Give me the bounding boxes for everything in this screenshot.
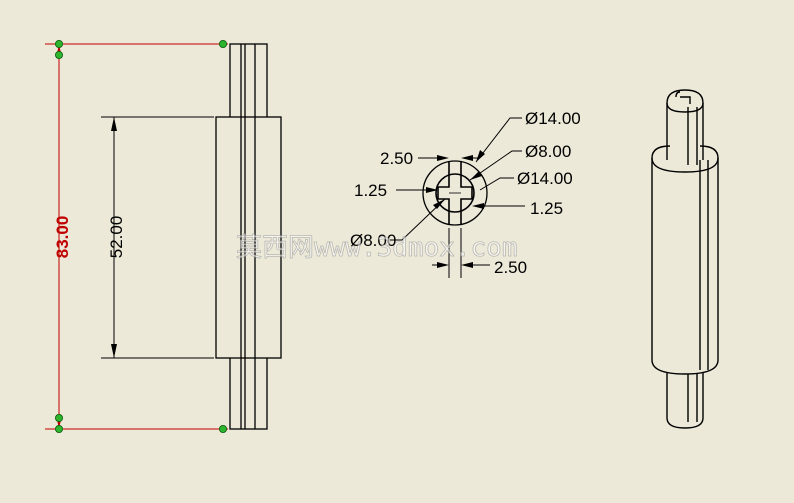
inner-circle: [435, 173, 475, 213]
watermark-text: 莫西网www.3dmox.com: [236, 233, 518, 263]
sleeve-length-dimension: [101, 116, 214, 359]
slot-width-bottom-label: 2.50: [494, 258, 527, 277]
dimension-point: [55, 51, 64, 60]
outer-diameter-label-1: Ø14.00: [525, 109, 581, 128]
dimension-point: [218, 424, 227, 433]
inner-diameter-label-2: Ø8.00: [350, 231, 396, 250]
overall-length-dimension: [45, 43, 228, 430]
top-shaft-end: [666, 89, 704, 113]
overall-length-label: 83.00: [53, 216, 72, 259]
dimension-point: [55, 413, 64, 422]
sleeve-length-label: 52.00: [107, 216, 126, 259]
sleeve-top: [651, 145, 719, 173]
dimension-point: [55, 40, 64, 49]
dimension-point: [218, 40, 227, 49]
outer-circle: [422, 160, 488, 226]
outer-diameter-label-2: Ø14.00: [517, 169, 573, 188]
slot-width-top-label: 2.50: [380, 149, 413, 168]
sleeve-bottom: [651, 359, 719, 375]
sleeve-body: [651, 158, 719, 370]
section-leaders: [390, 117, 525, 278]
section-slot: [437, 161, 473, 225]
top-shaft: [666, 103, 704, 165]
bottom-shaft-end: [666, 417, 704, 429]
isometric-view: [651, 89, 719, 429]
slot-depth-left-label: 1.25: [354, 181, 387, 200]
inner-diameter-label-1: Ø8.00: [525, 142, 571, 161]
front-view: [215, 43, 282, 430]
bottom-shaft: [666, 372, 704, 422]
slot-depth-right-label: 1.25: [530, 199, 563, 218]
dimension-points: [55, 40, 227, 433]
section-view: [422, 160, 488, 226]
sleeve-outline: [215, 116, 282, 359]
dimension-point: [55, 424, 64, 433]
